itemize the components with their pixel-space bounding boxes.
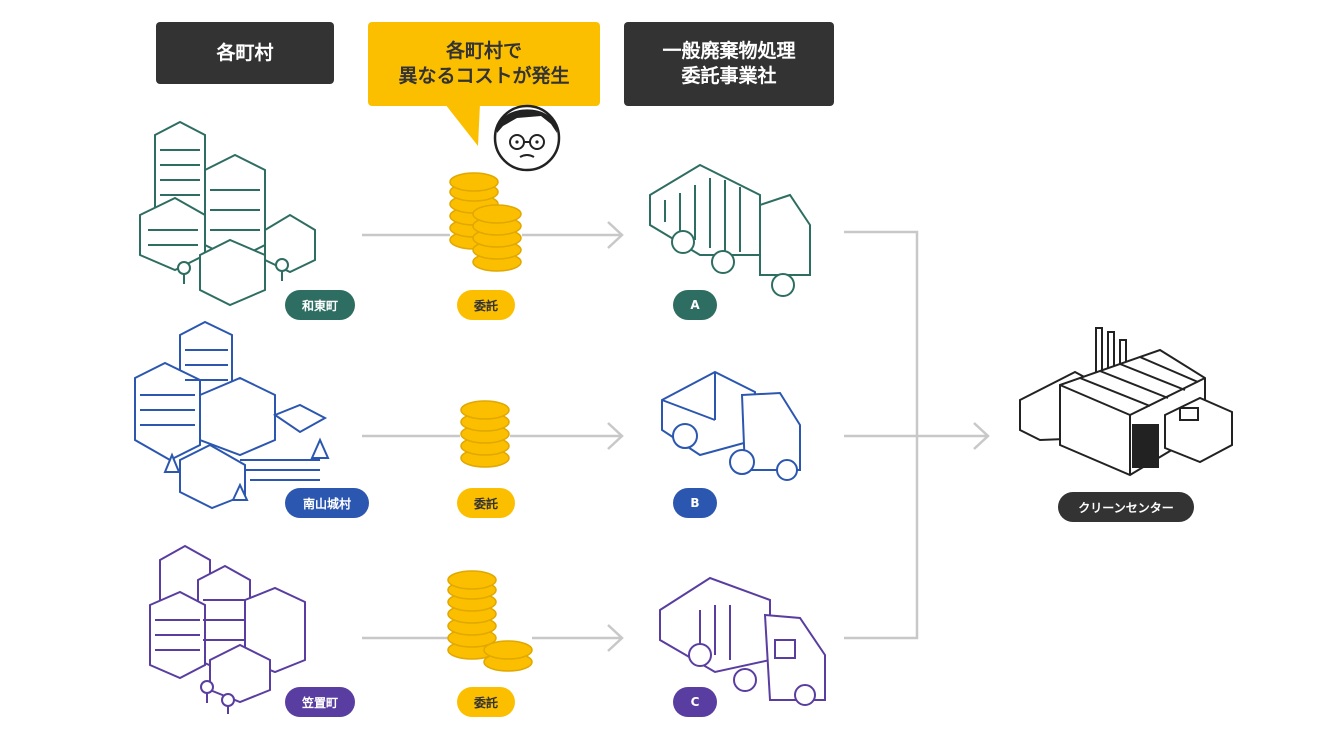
destination-label: クリーンセンター <box>1058 492 1194 522</box>
consign-label-3: 委託 <box>457 687 515 717</box>
town-label-2: 南山城村 <box>285 488 369 518</box>
bubble-tail <box>445 104 480 146</box>
town-buildings-icon-1 <box>139 120 316 307</box>
garbage-truck-icon-a <box>649 163 811 297</box>
village-buildings-icon-2 <box>134 320 330 510</box>
header-cost-bubble: 各町村で 異なるコストが発生 <box>368 22 600 106</box>
contractor-label-b: B <box>673 488 717 518</box>
coin-stack-icon-1 <box>449 172 522 272</box>
worried-person-icon <box>493 104 561 172</box>
header-contractors: 一般廃棄物処理 委託事業社 <box>624 22 834 106</box>
coin-stack-icon-3 <box>447 570 533 672</box>
contractor-label-a: A <box>673 290 717 320</box>
header-municipalities: 各町村 <box>156 22 334 84</box>
arrow-head-center <box>973 422 990 450</box>
town-label-3: 笠置町 <box>285 687 355 717</box>
arrow-head-2 <box>607 422 624 450</box>
contractor-label-c: C <box>673 687 717 717</box>
truck-icon-b <box>661 370 801 481</box>
consign-label-2: 委託 <box>457 488 515 518</box>
coin-stack-icon-2 <box>460 400 510 468</box>
factory-icon <box>1019 327 1233 477</box>
connector-lines <box>844 230 988 640</box>
town-label-1: 和東町 <box>285 290 355 320</box>
arrow-head-1 <box>607 221 624 249</box>
town-buildings-icon-3 <box>149 544 306 714</box>
arrow-head-3 <box>607 624 624 652</box>
consign-label-1: 委託 <box>457 290 515 320</box>
packer-truck-icon-c <box>659 576 826 706</box>
